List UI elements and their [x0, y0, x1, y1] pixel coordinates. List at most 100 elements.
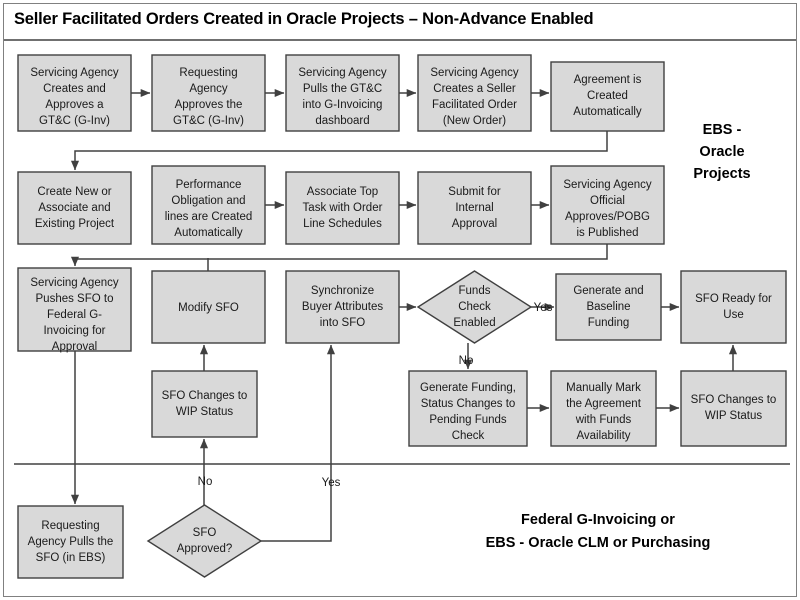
lane-label-line: Federal G-Invoicing or [521, 512, 675, 528]
lane-label-line: EBS - [703, 122, 742, 138]
node-generate-and-baseline-funding[interactable]: Generate and Baseline Funding [555, 273, 662, 341]
node-label: Funding [588, 317, 630, 329]
node-label: Creates a Seller [433, 83, 516, 95]
node-label: Submit for [448, 186, 501, 198]
connector-label-funds-check-no: No [459, 355, 474, 367]
connector-official-approves-to-pushes-sfo [70, 244, 608, 267]
node-label: Task with Order [303, 202, 383, 214]
node-sfo-approved[interactable]: SFO Approved? [146, 504, 263, 578]
node-label: Availability [576, 430, 630, 442]
node-label: Obligation and [171, 195, 245, 207]
node-label: WIP Status [705, 410, 763, 422]
node-label: Servicing Agency [298, 67, 386, 79]
node-label: Use [723, 309, 743, 321]
diagram-title-bar: Seller Facilitated Orders Created in Ora… [4, 4, 796, 34]
node-generate-funding-pending-check[interactable]: Generate Funding, Status Changes to Pend… [408, 370, 528, 447]
node-label: Status Changes to [421, 398, 516, 410]
node-funds-check-enabled[interactable]: Funds Check Enabled [416, 270, 533, 344]
node-label: into SFO [320, 317, 365, 329]
lane-label-line: Projects [693, 166, 750, 182]
node-label: lines are Created [165, 211, 253, 223]
node-label: Existing Project [35, 218, 115, 230]
node-label: Pulls the GT&C [303, 83, 382, 95]
node-label: into G-Invoicing [303, 99, 383, 111]
lane-label-federal-g-invoicing: Federal G-Invoicing or EBS - Oracle CLM … [486, 512, 711, 551]
node-label: SFO [193, 527, 217, 539]
node-sfo-changes-to-wip-status-right[interactable]: SFO Changes to WIP Status [680, 370, 787, 447]
node-requesting-agency-pulls-sfo[interactable]: Requesting Agency Pulls the SFO (in EBS) [17, 505, 124, 579]
node-agreement-created-automatically[interactable]: Agreement is Created Automatically [550, 61, 665, 132]
node-label: Associate and [38, 202, 110, 214]
node-label: SFO (in EBS) [36, 552, 106, 564]
node-label: Automatically [573, 106, 642, 118]
lane-label-line: EBS - Oracle CLM or Purchasing [486, 535, 711, 551]
connector-label-funds-check-yes: Yes [534, 302, 553, 314]
node-label: Servicing Agency [430, 67, 518, 79]
node-label: Servicing Agency [30, 277, 118, 289]
node-label: Official [590, 195, 625, 207]
node-servicing-agency-official-approves[interactable]: Servicing Agency Official Approves/POBG … [550, 165, 665, 245]
node-label: Servicing Agency [30, 67, 118, 79]
node-label: WIP Status [176, 406, 234, 418]
node-label: GT&C (G-Inv) [173, 115, 244, 127]
node-label: Created [587, 90, 628, 102]
node-requesting-agency-approves-gtc[interactable]: Requesting Agency Approves the GT&C (G-I… [151, 54, 266, 132]
node-label: Automatically [174, 227, 243, 239]
node-label: Approved? [177, 543, 233, 555]
node-manually-mark-agreement[interactable]: Manually Mark the Agreement with Funds A… [550, 370, 657, 447]
node-label: Approves a [45, 99, 104, 111]
node-label: Agency Pulls the [28, 536, 114, 548]
node-label: (New Order) [443, 115, 506, 127]
node-label: GT&C (G-Inv) [39, 115, 110, 127]
node-associate-top-task[interactable]: Associate Top Task with Order Line Sched… [285, 171, 400, 245]
node-synchronize-buyer-attributes[interactable]: Synchronize Buyer Attributes into SFO [285, 270, 400, 344]
node-servicing-agency-creates-sfo[interactable]: Servicing Agency Creates a Seller Facili… [417, 54, 532, 132]
node-create-new-or-associate-project[interactable]: Create New or Associate and Existing Pro… [17, 171, 132, 245]
node-label: Servicing Agency [563, 179, 651, 191]
node-label: the Agreement [566, 398, 642, 410]
node-label: Agency [189, 83, 228, 95]
node-label: Approves/POBG [565, 211, 650, 223]
node-label: Generate and [573, 285, 643, 297]
node-label: Manually Mark [566, 382, 641, 394]
node-label: with Funds [575, 414, 632, 426]
lane-label-line: Oracle [699, 144, 744, 160]
node-label: Pushes SFO to [36, 293, 114, 305]
node-label: is Published [576, 227, 638, 239]
node-modify-sfo[interactable]: Modify SFO [151, 270, 266, 344]
lane-label-ebs-oracle-projects: EBS - Oracle Projects [693, 122, 750, 182]
connectors [70, 88, 738, 542]
node-label: Creates and [43, 83, 106, 95]
node-servicing-agency-pushes-sfo[interactable]: Servicing Agency Pushes SFO to Federal G… [17, 267, 132, 353]
connector-agreement-to-create-project [70, 131, 608, 171]
node-label: Baseline [586, 301, 630, 313]
node-label: Requesting [41, 520, 99, 532]
node-submit-for-internal-approval[interactable]: Submit for Internal Approval [417, 171, 532, 245]
node-servicing-agency-creates-gtc[interactable]: Servicing Agency Creates and Approves a … [17, 54, 132, 132]
node-label: Funds [459, 285, 491, 297]
node-label: SFO Changes to [162, 390, 248, 402]
node-label: Enabled [453, 317, 495, 329]
node-label: Approves the [175, 99, 243, 111]
node-label: Agreement is [574, 74, 642, 86]
node-label: Synchronize [311, 285, 374, 297]
node-label: SFO Changes to [691, 394, 777, 406]
node-servicing-agency-pulls-gtc[interactable]: Servicing Agency Pulls the GT&C into G-I… [285, 54, 400, 132]
node-label: Pending Funds [429, 414, 507, 426]
node-label: Line Schedules [303, 218, 382, 230]
node-label: Modify SFO [178, 302, 239, 314]
connector-label-sfo-approved-yes: Yes [322, 477, 341, 489]
node-label: Invoicing for [43, 325, 105, 337]
node-label: Buyer Attributes [302, 301, 383, 313]
connector-sfo-approved-yes-to-synchronize [261, 344, 336, 542]
node-label: Requesting [179, 67, 237, 79]
node-label: Associate Top [307, 186, 378, 198]
node-sfo-changes-to-wip-status-left[interactable]: SFO Changes to WIP Status [151, 370, 258, 438]
node-sfo-ready-for-use[interactable]: SFO Ready for Use [680, 270, 787, 344]
node-label: Check [452, 430, 485, 442]
node-performance-obligation-created[interactable]: Performance Obligation and lines are Cre… [151, 165, 266, 245]
node-label: SFO Ready for [695, 293, 772, 305]
node-label: Check [458, 301, 491, 313]
